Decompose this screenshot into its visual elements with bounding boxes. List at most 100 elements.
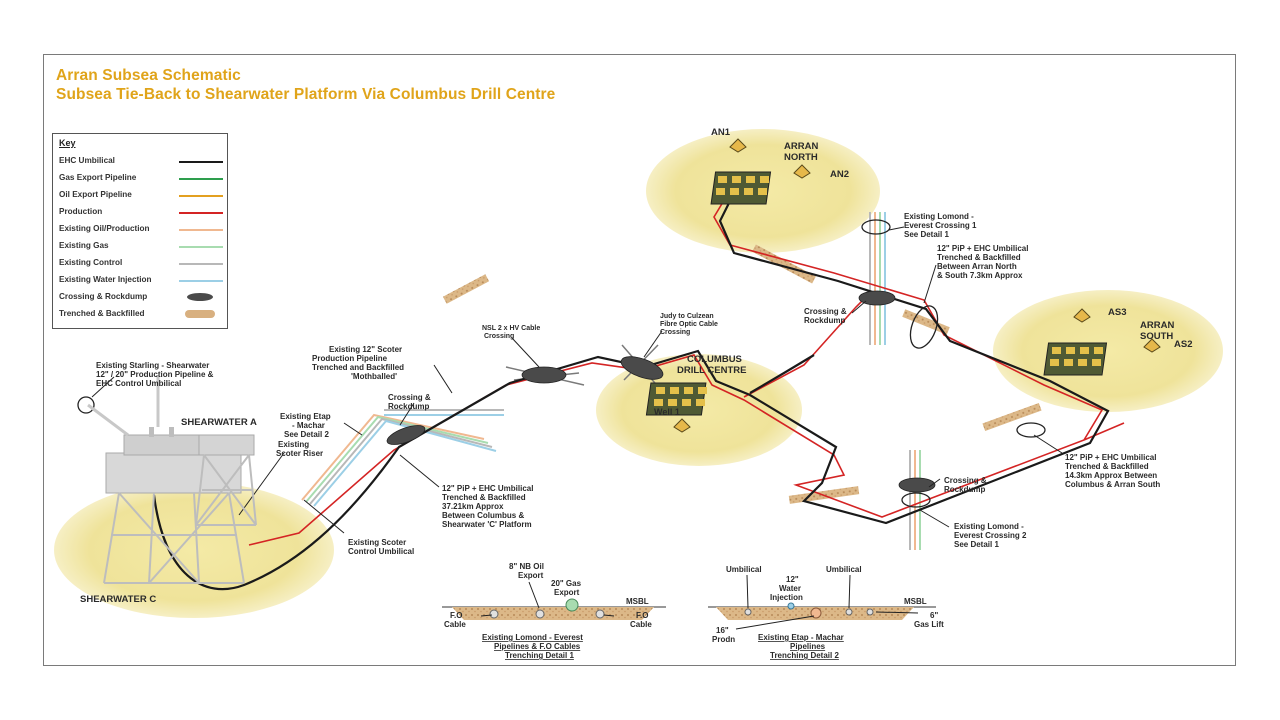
schematic-frame: Arran Subsea Schematic Subsea Tie-Back t… [43,54,1236,666]
crossing-markers [386,290,936,493]
label-pip3-3: 14.3km Approx Between [1065,471,1157,480]
legend-item: Trenched & Backfilled [59,309,145,318]
label-starling-2: 12" / 20" Production Pipeline & [96,370,214,379]
label-etap-1: Existing Etap [280,412,331,421]
d1-msbl: MSBL [626,597,649,606]
label-crossing-1a: Crossing & [388,393,431,402]
label-as2: AS2 [1174,339,1192,350]
d1-gas-2: Export [554,588,580,597]
title-line-1: Arran Subsea Schematic [56,67,241,84]
legend-item: Existing Oil/Production [59,224,150,233]
columbus-manifold [645,382,707,416]
legend-swatch [179,263,223,265]
arran-north-manifold [710,171,772,205]
legend-item: Production [59,207,103,216]
d1-fo-right-1: F.O [636,611,648,620]
legend-swatch [179,161,223,163]
legend-swatch [179,178,223,180]
d1-fo-right-2: Cable [630,620,652,629]
label-arran-south-1: ARRAN [1140,320,1174,331]
d1-gas-1: 20" Gas [551,579,582,588]
label-lomond2-2: Everest Crossing 2 [954,531,1027,540]
d1-fo-left-2: Cable [444,620,466,629]
legend-item: EHC Umbilical [59,156,115,165]
label-arran-south-2: SOUTH [1140,331,1173,342]
legend-swatch [179,280,223,282]
legend-swatch [187,293,213,301]
label-scoter-riser-1: Existing [278,440,309,449]
label-pip3-2: Trenched & Backfilled [1065,462,1149,471]
label-crossing-2b: Rockdump [804,316,845,325]
label-starling-3: EHC Control Umbilical [96,379,181,388]
lomond-everest-lines [869,212,921,550]
label-shearwater-c: SHEARWATER C [80,594,156,605]
title-line-2: Subsea Tie-Back to Shearwater Platform V… [56,86,556,103]
label-pip1-3: 37.21km Approx [442,502,504,511]
d2-prodn-1: 16" [716,626,729,635]
label-pip2-1: 12" PiP + EHC Umbilical [937,244,1028,253]
d2-umb-right: Umbilical [826,565,862,574]
ehc-umbilical [152,184,1110,591]
wellheads [673,138,1161,433]
label-columbus-1: COLUMBUS [687,354,742,365]
legend-swatch [179,195,223,197]
label-an1: AN1 [711,127,731,138]
label-pip1-5: Shearwater 'C' Platform [442,520,532,529]
label-scoter-pp-3: Trenched and Backfilled [312,363,404,372]
trench-detail-1-graphic [442,581,666,620]
label-shearwater-a: SHEARWATER A [181,417,257,428]
arran-south-manifold [1043,342,1108,376]
label-crossing-3a: Crossing & [944,476,987,485]
label-scoter-pp-4: 'Mothballed' [351,372,397,381]
label-well-1: Well 1 [654,407,680,417]
legend-item: Crossing & Rockdump [59,292,148,301]
d1-oil-1: 8" NB Oil [509,562,544,571]
label-columbus-2: DRILL CENTRE [677,365,747,376]
label-scoter-ctrl-2: Control Umbilical [348,547,414,556]
d1-caption-2: Pipelines & F.O Cables [494,642,581,651]
label-pip2-2: Trenched & Backfilled [937,253,1021,262]
legend-title: Key [59,138,76,148]
callout-circles [77,219,1046,508]
d1-caption-3: Trenching Detail 1 [505,651,574,660]
d2-caption-2: Pipelines [790,642,826,651]
legend-swatch [179,212,223,214]
label-scoter-pp-1: Existing 12" Scoter [329,345,402,354]
label-nsl-2: Crossing [484,333,514,340]
legend-item: Existing Gas [59,241,109,250]
label-pip3-4: Columbus & Arran South [1065,480,1160,489]
legend-item: Existing Water Injection [59,275,152,284]
d2-water-3: Injection [770,593,803,602]
legend-swatch [179,229,223,231]
legend-swatch [185,310,215,318]
label-pip2-3: Between Arran North [937,262,1017,271]
legend-item: Oil Export Pipeline [59,190,132,199]
leader-lines [91,226,1063,534]
label-pip1-1: 12" PiP + EHC Umbilical [442,484,533,493]
d2-gaslift-1: 6" [930,611,938,620]
label-judy-3: Crossing [660,329,690,336]
legend-swatch [179,246,223,248]
label-arran-north-2: NORTH [784,152,818,163]
label-as3: AS3 [1108,307,1126,318]
label-etap-2: - Machar [292,421,325,430]
d2-umb-left: Umbilical [726,565,762,574]
d1-oil-2: Export [518,571,544,580]
pipeline-diagram: SHEARWATER A SHEARWATER C COLUMBUS DRILL… [54,127,1223,660]
label-pip3-1: 12" PiP + EHC Umbilical [1065,453,1156,462]
d2-water-1: 12" [786,575,799,584]
label-crossing-2a: Crossing & [804,307,847,316]
d2-gaslift-2: Gas Lift [914,620,944,629]
legend-item: Gas Export Pipeline [59,173,137,182]
d1-fo-left-1: F.O [450,611,462,620]
d1-caption-1: Existing Lomond - Everest [482,633,583,642]
label-pip2-4: & South 7.3km Approx [937,271,1023,280]
label-scoter-riser-2: Scoter Riser [276,449,323,458]
label-lomond2-3: See Detail 1 [954,540,999,549]
trench-detail-2-graphic [708,574,936,630]
d2-caption-3: Trenching Detail 2 [770,651,839,660]
legend-item: Existing Control [59,258,123,267]
label-scoter-ctrl-1: Existing Scoter [348,538,406,547]
d2-caption-1: Existing Etap - Machar [758,633,844,642]
